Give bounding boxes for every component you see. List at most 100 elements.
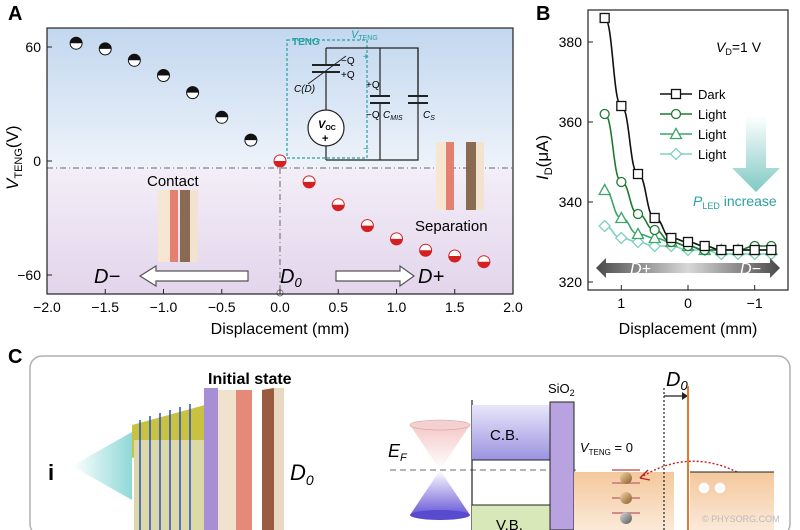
chart-b-point [670, 88, 682, 100]
chart-b-vd-label: VD=1 V [716, 39, 762, 57]
chart-b-legend-item: Dark [660, 87, 726, 102]
chart-b-ylabel: ID(μA) [533, 135, 555, 180]
panel-c-roman: i [48, 460, 54, 485]
chart-b-point [648, 239, 662, 253]
circuit-neg-q: −Q [341, 56, 355, 67]
chart-b-point [616, 100, 627, 112]
panel-c-d0-left: D0 [290, 460, 314, 488]
hole-1 [697, 481, 711, 495]
chart-a-xtick-label: 1.0 [387, 299, 407, 315]
chart-a-bg-top [47, 28, 513, 168]
vteng-zero-label: VTENG = 0 [580, 440, 633, 457]
annotation-d-plus: D+ [418, 266, 444, 288]
chart-a-point [69, 36, 83, 50]
chart-a-point [477, 255, 491, 269]
arrow-d-minus [138, 264, 249, 288]
chart-b-xtick-label: 0 [684, 295, 692, 311]
chart-b-point [669, 127, 683, 140]
chart-b-point [732, 244, 744, 256]
gradient-label-dplus: D+ [630, 261, 651, 278]
gradient-label-dminus: D− [740, 261, 761, 278]
chart-b-point [632, 168, 644, 180]
circuit-vteng-label: VTENG [351, 29, 378, 42]
chart-a-xtick-label: 2.0 [503, 299, 523, 315]
chart-b-point [616, 176, 627, 188]
chart-b-point [614, 211, 628, 224]
chart-b-point [614, 231, 628, 245]
chart-b-point [649, 224, 660, 236]
chart-b-xtick-label: −1 [747, 295, 763, 311]
initial-state-label: Initial state [208, 371, 292, 388]
chart-b-point [632, 208, 644, 220]
conduction-band [472, 405, 550, 460]
fermi-level-label: EF [388, 441, 408, 464]
panel-c-d0-right: D0 [666, 369, 688, 393]
chart-b-point [716, 244, 727, 256]
chart-b-xlabel: Displacement (mm) [619, 321, 758, 338]
pled-increase-arrow [732, 116, 780, 192]
chart-a-xtick-label: −2.0 [33, 299, 61, 315]
chart-a-xtick-label: 0.5 [329, 299, 349, 315]
chart-b-legend-item: Light [660, 127, 727, 142]
chart-a-point [98, 42, 112, 56]
chart-b-point [631, 235, 645, 249]
annotation-d-minus: D− [94, 266, 120, 288]
chart-b-legend-label: Light [698, 147, 727, 162]
chart-a-xtick-label: −1.0 [150, 299, 178, 315]
chart-b-point [666, 232, 677, 244]
chart-a-ytick-label: −60 [17, 267, 41, 283]
cb-label: C.B. [490, 427, 519, 444]
light-beam-icon [72, 432, 132, 500]
teng-box [286, 39, 368, 159]
chart-b-point [749, 244, 760, 256]
panel-label-b: B [536, 3, 550, 25]
chart-b-point [682, 236, 694, 248]
dirac-cone [409, 419, 471, 520]
panel-label-c: C [8, 346, 22, 368]
chart-b-legend-label: Light [698, 107, 727, 122]
chart-b-point [599, 108, 610, 120]
circuit-voc-plus: + [322, 133, 328, 145]
chart-b-ytick-label: 340 [559, 194, 583, 210]
pled-increase-label: PLED increase [693, 193, 777, 211]
chart-b-point [648, 231, 662, 244]
annotation-contact: Contact [147, 173, 200, 190]
chart-b-point [699, 240, 710, 252]
trap-states [612, 469, 640, 524]
valence-band [472, 505, 550, 530]
circuit-pos-q: +Q [341, 70, 355, 81]
annotation-separation: Separation [415, 218, 488, 235]
contact-plates-illustration [158, 190, 198, 262]
hole-2 [713, 481, 727, 495]
chart-b-point [599, 12, 610, 24]
chart-b-point [598, 219, 612, 233]
chart-a-point [186, 86, 200, 100]
chart-b-legend-label: Dark [698, 87, 726, 102]
chart-a-xtick-label: −0.5 [208, 299, 236, 315]
chart-b-legend-item: Light [660, 147, 727, 162]
chart-b-legend-label: Light [698, 127, 727, 142]
chart-a-ytick-label: 0 [33, 153, 41, 169]
chart-a-xtick-label: 0.0 [270, 299, 290, 315]
chart-a-point [331, 198, 345, 212]
circuit-cmis: CMIS [383, 110, 403, 122]
circuit-plus-q2: +Q [366, 80, 380, 91]
chart-a-points [69, 36, 491, 269]
chart-b-series [598, 12, 778, 261]
panel-c-schematic: i Initial state D0 [29, 355, 791, 530]
chart-a-point [448, 249, 462, 263]
chart-a-point [273, 154, 287, 168]
circuit-voc: VOC [318, 119, 336, 132]
chart-a-ylabel: VTENG(V) [3, 125, 25, 190]
vb-label: V.B. [496, 517, 523, 530]
arrow-d-plus [335, 264, 416, 288]
circuit-plus: + [363, 52, 369, 63]
chart-a-point [360, 219, 374, 233]
chart-b-point [649, 212, 660, 224]
chart-a-xlabel: Displacement (mm) [211, 321, 350, 338]
